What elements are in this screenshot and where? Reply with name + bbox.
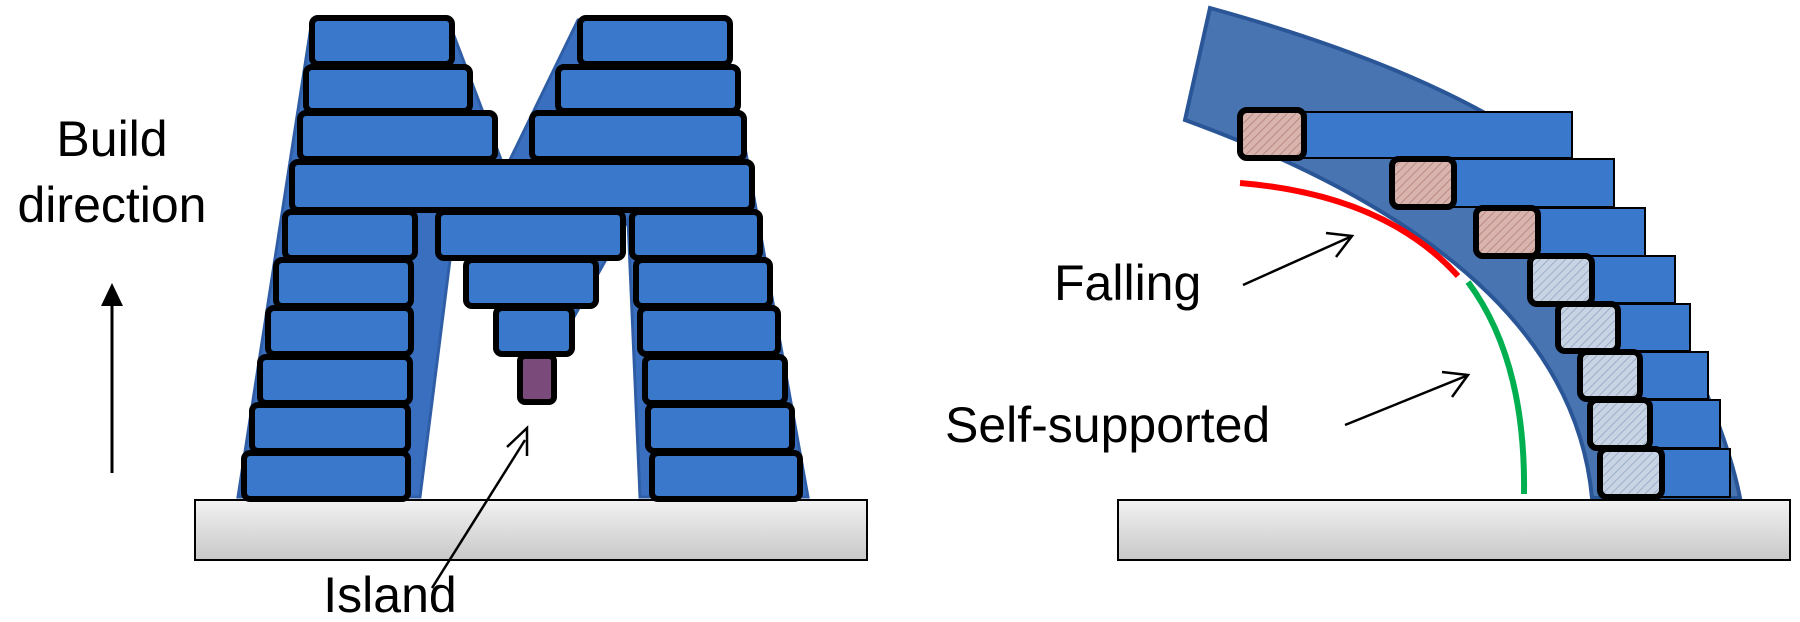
falling-blocks bbox=[1237, 107, 1541, 259]
self-supported-curve bbox=[1465, 280, 1528, 495]
island-arrow-icon bbox=[430, 425, 529, 589]
island-label: Island bbox=[323, 567, 456, 622]
layer-block bbox=[289, 159, 755, 213]
falling-label: Falling bbox=[1054, 255, 1201, 311]
self-supported-block bbox=[1555, 301, 1621, 354]
layer-block bbox=[577, 15, 733, 67]
right-panel: Falling Self-supported bbox=[945, 5, 1791, 561]
layer-block bbox=[297, 110, 498, 162]
layer-block bbox=[282, 209, 418, 261]
layer-block bbox=[249, 402, 411, 454]
self-supported-block bbox=[1527, 253, 1595, 307]
m-layers bbox=[241, 15, 803, 502]
layer-block bbox=[257, 354, 413, 406]
layer-block bbox=[493, 305, 575, 357]
layer-block bbox=[463, 257, 599, 309]
falling-arrow-icon bbox=[1242, 231, 1355, 287]
self-supported-arrow-icon bbox=[1344, 370, 1471, 427]
build-platform-left bbox=[194, 499, 868, 561]
layer-block bbox=[529, 110, 747, 162]
layer-block bbox=[633, 257, 773, 309]
layer-block bbox=[645, 402, 795, 454]
layer-block bbox=[303, 64, 473, 114]
layer-block bbox=[637, 305, 781, 357]
build-direction-label-line1: Build bbox=[56, 111, 167, 167]
island-block bbox=[517, 353, 557, 405]
self-supported-block bbox=[1587, 397, 1653, 451]
layer-block bbox=[642, 354, 788, 406]
build-platform-right bbox=[1117, 499, 1791, 561]
self-supported-label: Self-supported bbox=[945, 397, 1270, 453]
falling-block bbox=[1389, 156, 1457, 210]
self-supported-block bbox=[1577, 349, 1643, 402]
falling-block bbox=[1473, 205, 1541, 259]
layer-block bbox=[265, 305, 414, 357]
layer-block bbox=[555, 64, 741, 114]
falling-block bbox=[1237, 107, 1307, 161]
build-direction-arrow-icon bbox=[101, 283, 123, 473]
layer-block bbox=[1259, 111, 1573, 159]
layer-block bbox=[649, 450, 803, 502]
layer-block bbox=[435, 209, 626, 261]
layer-block bbox=[241, 450, 411, 502]
left-panel: Build direction bbox=[18, 15, 868, 622]
layer-block bbox=[273, 257, 414, 309]
layer-block bbox=[309, 15, 455, 67]
layer-block bbox=[629, 209, 763, 261]
self-supported-block bbox=[1597, 446, 1665, 500]
falling-curve bbox=[1239, 180, 1461, 279]
build-direction-label-line2: direction bbox=[18, 177, 207, 233]
self-supported-blocks bbox=[1527, 253, 1665, 500]
